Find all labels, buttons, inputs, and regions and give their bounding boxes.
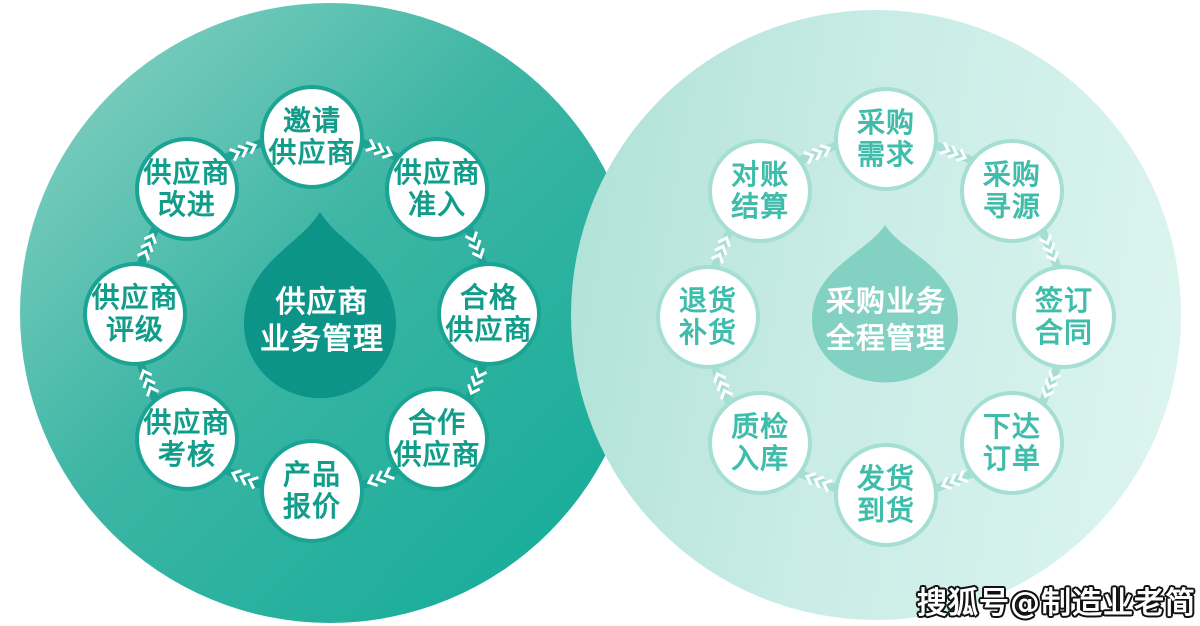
cycle-node-label-line: 合格 [459,280,518,314]
left-water-drop-icon [244,211,396,399]
cycle-node-label-line: 采购 [856,105,915,139]
flow-arrow [220,133,268,168]
flow-arrow [458,222,493,270]
flow-arrow [220,460,268,495]
cycle-node-label-line: 产品 [282,457,341,491]
cycle-node: 采购寻源 [959,139,1064,244]
cycle-node-label-line: 供应商 [143,155,231,189]
cycle-node-label-line: 改进 [157,187,216,221]
cycle-node: 供应商改进 [134,136,239,241]
flow-arrow [356,133,404,168]
cycle-node-label-line: 补货 [678,316,737,349]
cycle-node-label-line: 发货 [856,461,915,495]
cycle-node: 供应商考核 [134,387,239,492]
cycle-node-label-line: 质检 [731,409,790,443]
cycle-node: 质检入库 [708,390,813,495]
cycle-node-label-line: 邀请 [282,103,341,137]
chevron-arrow-icon [940,470,969,491]
watermark: 搜狐号@制造业老简 [917,586,1196,621]
cycle-node: 供应商准入 [385,136,490,241]
cycle-node-label-line: 退货 [678,283,737,317]
flow-arrow [131,358,166,406]
cycle-node-label-line: 合作 [408,405,467,439]
cycle-node-label-line: 需求 [856,138,915,171]
chevron-arrow-icon [710,235,731,264]
chevron-arrow-icon [466,366,487,395]
title-line: 业务管理 [260,322,384,357]
flow-arrow [1033,225,1068,273]
cycle-node-label-line: 入库 [731,441,790,475]
flow-arrow [356,460,404,495]
cycle-node-label-line: 考核 [157,438,216,472]
cycle-node-label-line: 订单 [982,441,1041,475]
chevron-arrow-icon [1039,234,1060,263]
cycle-node-label-line: 到货 [856,494,915,527]
cycle-node-label-line: 供应商 [91,280,179,314]
cycle-node-label-line: 采购 [982,157,1041,191]
chevron-arrow-icon [939,141,968,162]
flow-arrow [794,464,842,499]
cycle-node: 发货到货 [834,443,938,547]
right-water-drop-icon [812,225,958,383]
chevron-arrow-icon [137,233,158,262]
chevron-arrow-icon [364,139,393,160]
cycle-node: 对账结算 [708,139,813,244]
cycle-node-label-line: 结算 [731,190,790,224]
cycle-node: 采购需求 [834,87,938,191]
chevron-arrow-icon [366,466,395,487]
cycle-node: 产品报价 [260,439,364,543]
chevron-arrow-icon [464,231,485,260]
cycle-node-label-line: 供应商 [268,136,356,169]
cycle-node: 签订合同 [1012,265,1116,369]
cycle-node: 退货补货 [656,265,760,369]
flow-arrow [704,361,739,409]
chevron-arrow-icon [712,371,733,400]
procurement-cycle-title: 采购业务 全程管理 [793,283,979,357]
title-line: 采购业务 [825,284,946,318]
flow-arrow [1033,361,1068,409]
chevron-arrow-icon [139,368,160,397]
flow-arrow [131,222,166,270]
cycle-node: 合格供应商 [437,262,541,366]
cycle-node-label-line: 准入 [408,187,467,221]
cycle-node: 供应商评级 [83,262,187,366]
cycle-node-label-line: 供应商 [143,405,231,439]
title-line: 供应商 [275,285,369,320]
title-line: 全程管理 [825,321,946,355]
cycle-node-label-line: 签订 [1034,283,1093,317]
cycle-node-label-line: 供应商 [445,313,533,346]
flow-arrow [930,464,978,499]
cycle-node: 合作供应商 [385,387,490,492]
chevron-arrow-icon [804,472,833,493]
cycle-node: 下达订单 [959,390,1064,495]
cycle-node-label-line: 对账 [731,157,790,191]
supplier-cycle-title: 供应商 业务管理 [230,284,414,358]
cycle-node-label-line: 报价 [282,490,341,523]
cycle-node-label-line: 寻源 [982,190,1041,224]
chevron-arrow-icon [229,141,258,162]
cycle-node-label-line: 评级 [105,313,164,346]
flow-arrow [704,225,739,273]
cycle-node-label-line: 供应商 [393,155,481,189]
flow-arrow [794,135,842,170]
flow-arrow [930,135,978,170]
flow-arrow [458,358,493,406]
cycle-node: 邀请供应商 [260,85,364,189]
cycle-node-label-line: 合同 [1034,316,1093,349]
chevron-arrow-icon [231,468,260,489]
cycle-node-label-line: 下达 [982,409,1041,443]
cycle-node-label-line: 供应商 [393,438,481,472]
chevron-arrow-icon [1041,370,1062,399]
chevron-arrow-icon [803,143,832,164]
